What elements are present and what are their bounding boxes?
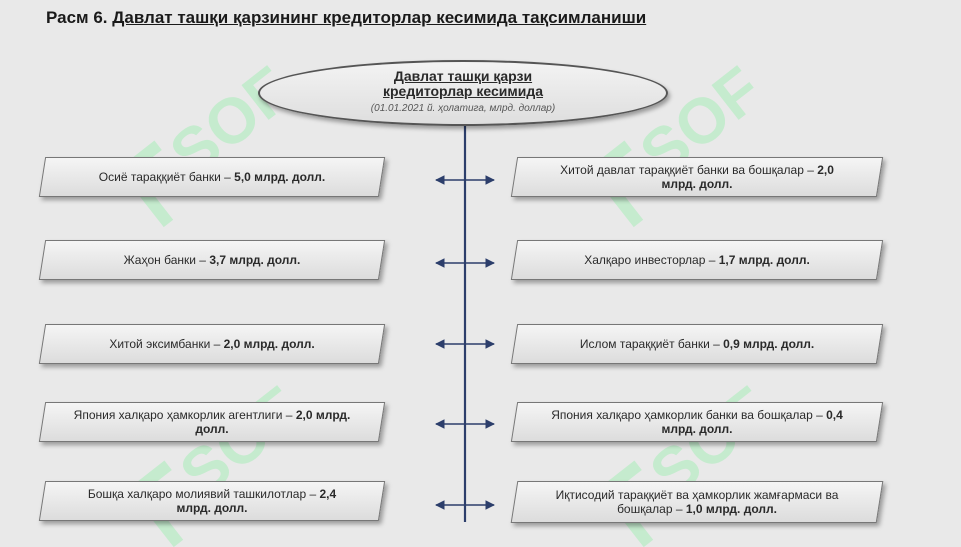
creditor-name: Ислом тараққиёт банки – [579,337,720,351]
creditor-box-right: Ислом тараққиёт банки – 0,9 млрд. долл. [510,324,884,364]
creditor-box-left: Хитой эксимбанки – 2,0 млрд. долл. [38,324,386,364]
caption-title: Давлат ташқи қарзининг кредиторлар кесим… [112,8,647,27]
figure-caption: Расм 6. Давлат ташқи қарзининг кредиторл… [46,8,646,28]
central-title-line2: кредиторлар кесимида [382,83,544,99]
creditor-box-left: Япония халқаро ҳамкорлик агентлиги – 2,0… [38,402,386,442]
creditor-box-right: Халқаро инвесторлар – 1,7 млрд. долл. [510,240,884,280]
creditor-amount: 0,4 млрд. долл. [661,408,843,436]
creditor-box-left: Бошқа халқаро молиявий ташкилотлар – 2,4… [38,481,386,521]
creditor-name: Хитой эксимбанки – [109,337,221,351]
creditor-amount: 0,9 млрд. долл. [723,337,815,351]
creditor-name: Япония халқаро ҳамкорлик банки ва бошқал… [551,408,823,422]
central-title-line1: Давлат ташқи қарзи [393,68,533,84]
creditor-box-right: Япония халқаро ҳамкорлик банки ва бошқал… [510,402,884,442]
creditor-amount: 5,0 млрд. долл. [234,170,326,184]
central-subtitle: (01.01.2021 й. ҳолатига, млрд. доллар) [370,103,556,114]
creditor-amount: 2,0 млрд. долл. [223,337,315,351]
creditor-name: Япония халқаро ҳамкорлик агентлиги – [73,408,293,422]
creditor-amount: 3,7 млрд. долл. [209,253,301,267]
creditor-amount: 2,0 млрд. долл. [661,163,834,191]
creditor-amount: 2,4 млрд. долл. [176,487,337,515]
creditor-box-right: Хитой давлат тараққиёт банки ва бошқалар… [510,157,884,197]
creditor-name: Иқтисодий тараққиёт ва ҳамкорлик жамғарм… [555,488,839,516]
creditor-amount: 1,0 млрд. долл. [685,502,777,516]
creditor-box-left: Жаҳон банки – 3,7 млрд. долл. [38,240,386,280]
creditor-name: Жаҳон банки – [123,253,206,267]
caption-prefix: Расм 6. [46,8,108,27]
creditor-name: Халқаро инвесторлар – [584,253,716,267]
creditor-box-right: Иқтисодий тараққиёт ва ҳамкорлик жамғарм… [510,481,884,523]
creditor-name: Хитой давлат тараққиёт банки ва бошқалар… [560,163,814,177]
creditor-amount: 1,7 млрд. долл. [718,253,810,267]
creditor-name: Осиё тараққиёт банки – [98,170,231,184]
creditor-name: Бошқа халқаро молиявий ташкилотлар – [87,487,317,501]
creditor-box-left: Осиё тараққиёт банки – 5,0 млрд. долл. [38,157,386,197]
central-node: Давлат ташқи қарзи кредиторлар кесимида … [258,60,668,126]
branch-arrows [435,175,495,510]
creditor-amount: 2,0 млрд. долл. [195,408,351,436]
